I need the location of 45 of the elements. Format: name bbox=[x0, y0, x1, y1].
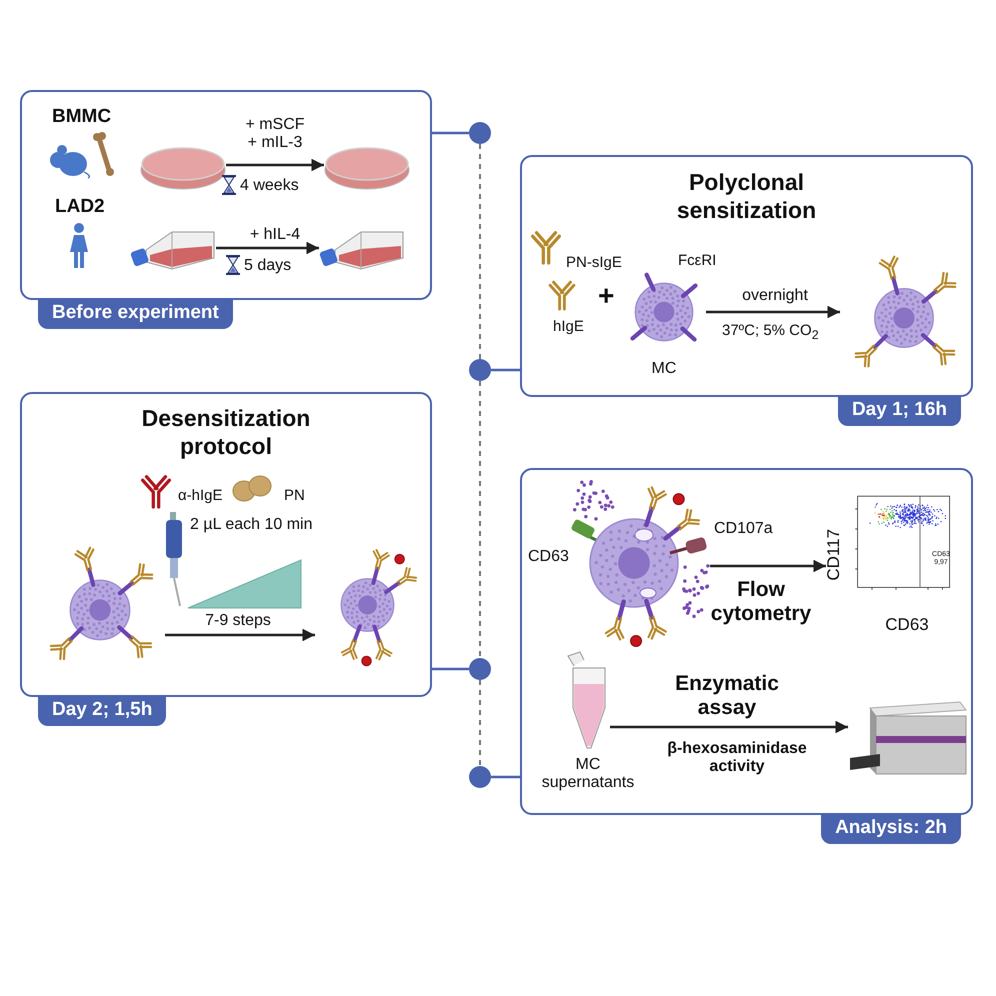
text-label: LAD2 bbox=[55, 196, 105, 218]
node-caption: CD63 bbox=[528, 548, 569, 566]
timeline-line bbox=[479, 144, 481, 359]
arrow bbox=[706, 306, 840, 318]
text-label: BMMC bbox=[52, 106, 112, 128]
arrow bbox=[165, 628, 315, 642]
connector-line bbox=[432, 132, 469, 134]
text-label: PN bbox=[284, 487, 305, 504]
timeline-dot bbox=[469, 122, 491, 144]
section-tab: Analysis: 2h bbox=[821, 813, 961, 844]
connector-line bbox=[491, 776, 520, 778]
text-label: 4 weeks bbox=[240, 177, 299, 196]
arrow bbox=[710, 560, 826, 572]
text-label: α-hIgE bbox=[178, 487, 223, 504]
edge-label: overnight bbox=[741, 287, 809, 305]
text-label: 5 days bbox=[244, 257, 292, 276]
timeline-dot bbox=[469, 359, 491, 381]
arrow bbox=[226, 158, 324, 172]
section-title: Desensitization protocol bbox=[140, 404, 312, 460]
section-tab: Day 1; 16h bbox=[838, 395, 961, 426]
plate-reader-drawing bbox=[848, 700, 966, 775]
text-label: PN-sIgE bbox=[566, 254, 622, 272]
connector-line bbox=[432, 668, 469, 670]
text-label: hIgE bbox=[553, 318, 584, 336]
section-title: Polyclonal sensitization bbox=[676, 168, 818, 224]
arrow bbox=[216, 242, 319, 254]
text-label: β-hexosaminidase activity bbox=[666, 740, 808, 777]
node-caption: CD107a bbox=[714, 520, 773, 538]
section-tab: Day 2; 1,5h bbox=[38, 695, 166, 726]
timeline-dot bbox=[469, 658, 491, 680]
arrow bbox=[610, 720, 848, 734]
node-caption: MC bbox=[650, 360, 678, 378]
text-label: 37ºC; 5% CO$_{2}$ bbox=[722, 322, 819, 342]
axis-label: CD63 bbox=[884, 615, 930, 635]
node-caption: MC supernatants bbox=[540, 756, 636, 793]
text-label: 2 µL each 10 min bbox=[190, 516, 312, 534]
text-label: + bbox=[598, 280, 614, 312]
connector-line bbox=[491, 368, 520, 372]
timeline-line bbox=[479, 680, 481, 766]
timeline-line bbox=[479, 381, 481, 658]
edge-label: 7-9 steps bbox=[204, 612, 272, 630]
text-label: FcεRI bbox=[678, 252, 716, 270]
section-tab: Before experiment bbox=[38, 298, 233, 329]
timeline-dot bbox=[469, 766, 491, 788]
axis-label: CD117 bbox=[824, 528, 844, 583]
